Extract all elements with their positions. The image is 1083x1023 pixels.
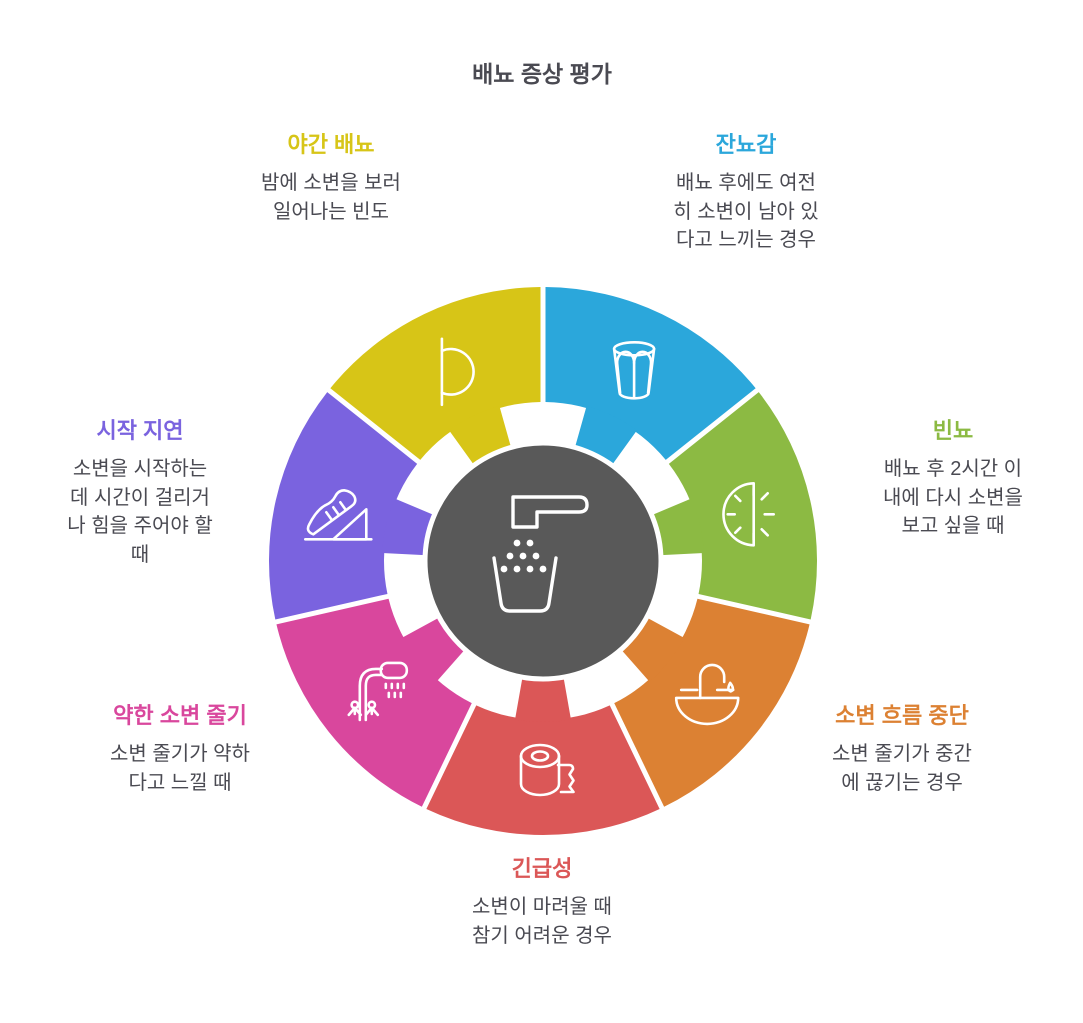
half-clock-icon [722, 481, 776, 547]
segment-title: 시작 지연 [96, 418, 184, 443]
segment-description: 소변 줄기가 중간 에 끊기는 경우 [832, 743, 972, 794]
sneaker-icon [303, 488, 373, 541]
segment-title: 약한 소변 줄기 [113, 703, 247, 728]
shower-icon [347, 661, 409, 722]
segment-title: 잔뇨감 [715, 132, 777, 157]
segment-title: 소변 흐름 중단 [835, 703, 969, 728]
segment-title: 긴급성 [511, 856, 573, 881]
label-nocturia: 야간 배뇨 밤에 소변을 보러 일어나는 빈도 [196, 131, 466, 226]
segment-urgency [426, 705, 660, 836]
segment-title: 빈뇨 [932, 418, 974, 443]
segment-title: 야간 배뇨 [287, 132, 375, 157]
segment-description: 밤에 소변을 보러 일어나는 빈도 [261, 172, 401, 223]
faucet-cup-icon [492, 495, 589, 613]
label-residual-urine: 잔뇨감 배뇨 후에도 여전 히 소변이 남아 있 다고 느끼는 경우 [611, 131, 881, 255]
label-urgency: 긴급성 소변이 마려울 때 참기 어려운 경우 [392, 855, 692, 950]
label-weak-stream: 약한 소변 줄기 소변 줄기가 약하 다고 느낄 때 [30, 702, 330, 797]
segment-intermittency [614, 598, 810, 807]
segment-description: 배뇨 후 2시간 이 내에 다시 소변을 보고 싶을 때 [883, 458, 1023, 537]
segment-description: 소변 줄기가 약하 다고 느낄 때 [110, 743, 250, 794]
page-title: 배뇨 증상 평가 [472, 61, 612, 87]
glass-icon [612, 340, 656, 400]
segment-description: 배뇨 후에도 여전 히 소변이 남아 있 다고 느끼는 경우 [673, 172, 819, 251]
label-intermittency: 소변 흐름 중단 소변 줄기가 중간 에 끊기는 경우 [757, 702, 1047, 797]
label-hesitancy: 시작 지연 소변을 시작하는 데 시간이 걸리거 나 힘을 주어야 할 때 [15, 417, 265, 569]
segment-frequency [668, 392, 818, 620]
wheel-center [422, 440, 664, 682]
segment-description: 소변이 마려울 때 참기 어려운 경우 [472, 896, 612, 947]
segment-description: 소변을 시작하는 데 시간이 걸리거 나 힘을 주어야 할 때 [67, 458, 213, 566]
segment-nocturia [330, 287, 541, 460]
paper-roll-icon [519, 743, 575, 797]
sink-icon [674, 663, 740, 726]
moon-icon [440, 337, 475, 407]
label-frequency: 빈뇨 배뇨 후 2시간 이 내에 다시 소변을 보고 싶을 때 [825, 417, 1081, 541]
